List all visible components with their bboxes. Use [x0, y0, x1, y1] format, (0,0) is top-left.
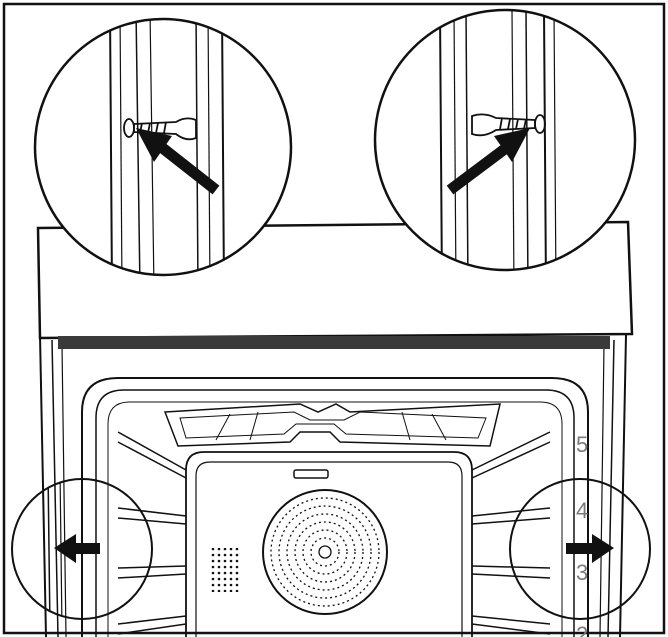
vent-grille [210, 548, 240, 592]
screw-icon [123, 117, 197, 141]
right-rail-detail [509, 478, 651, 620]
left-rail-detail [11, 478, 153, 620]
right-screw-detail [373, 8, 637, 272]
screw-icon [471, 113, 546, 137]
left-screw-detail [33, 17, 293, 277]
shelf-number-3: 3 [576, 560, 588, 585]
arrow-icon [446, 128, 530, 195]
right-shelf-rails [471, 431, 551, 635]
shelf-number-2: 2 [576, 622, 588, 637]
arrow-icon [136, 128, 220, 195]
arrow-right-icon [566, 534, 614, 563]
left-shelf-rails [117, 431, 187, 635]
convection-fan [262, 489, 388, 615]
shelf-number-5: 5 [576, 432, 588, 457]
arrow-left-icon [54, 534, 100, 563]
cavity-walls [39, 334, 627, 637]
shelf-number-4: 4 [576, 498, 588, 523]
oven-cavity [81, 377, 589, 637]
